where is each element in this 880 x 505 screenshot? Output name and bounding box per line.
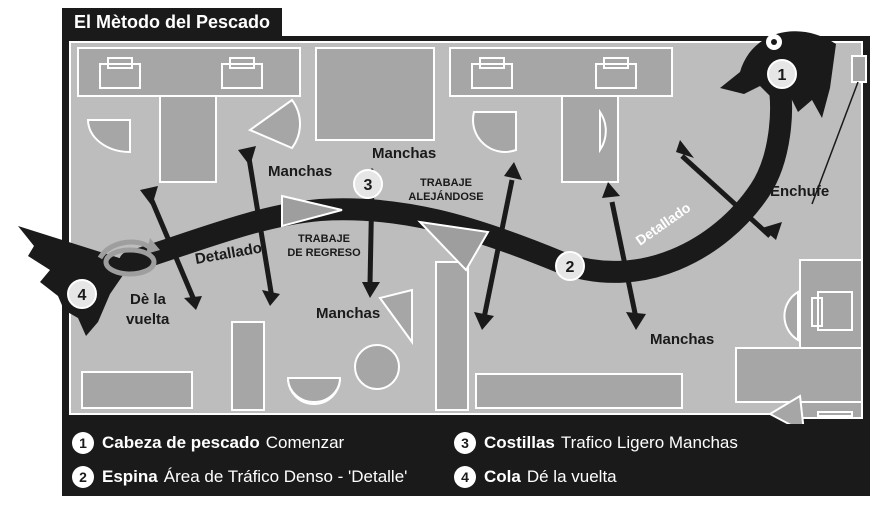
label-manchas-4: Manchas (650, 331, 714, 348)
marker-4-label: 4 (78, 287, 87, 304)
marker-3: 3 (353, 169, 383, 199)
legend-title-4: Cola (484, 467, 521, 486)
legend-number-1: 1 (72, 432, 94, 454)
legend-item-4: 4 Cola Dé la vuelta (454, 466, 617, 488)
legend-text-1: Comenzar (265, 433, 345, 452)
marker-3-label: 3 (364, 177, 373, 194)
marker-2: 2 (555, 251, 585, 281)
legend-text-2: Área de Tráfico Denso - 'Detalle' (163, 467, 408, 486)
label-trabaje-alejandose-2: ALEJÁNDOSE (408, 190, 483, 203)
legend-title-2: Espina (102, 467, 158, 486)
legend-text-3: Trafico Ligero Manchas (560, 433, 738, 452)
furniture (77, 47, 867, 434)
legend-item-3: 3 Costillas Trafico Ligero Manchas (454, 432, 738, 454)
ribs (147, 151, 772, 319)
diagram-title: El Mètodo del Pescado (62, 8, 283, 36)
turnaround-arrow (97, 239, 152, 260)
label-trabaje-alejandose-1: TRABAJE (420, 177, 472, 189)
label-manchas-2: Manchas (372, 145, 436, 162)
label-manchas-3: Manchas (316, 305, 380, 322)
label-trabaje-de-regreso-2: DE REGRESO (287, 247, 361, 259)
legend-number-3: 3 (454, 432, 476, 454)
legend-text-4: Dé la vuelta (526, 467, 617, 486)
label-trabaje-de-regreso-1: TRABAJE (298, 233, 350, 245)
label-vuelta: vuelta (126, 311, 170, 328)
label-manchas-1: Manchas (268, 163, 332, 180)
legend-number-2: 2 (72, 466, 94, 488)
outlet-line (811, 81, 859, 205)
marker-2-label: 2 (566, 259, 575, 276)
legend-item-1: 1 Cabeza de pescado Comenzar (72, 432, 344, 454)
direction-triangle-back (281, 194, 343, 228)
label-de-la: Dè la (130, 291, 167, 308)
rib-arrowheads (140, 140, 782, 330)
marker-1: 1 (767, 59, 797, 89)
direction-triangle-away (417, 220, 490, 272)
label-enchufe: Enchufe (770, 183, 829, 200)
legend: 1 Cabeza de pescado Comenzar 2 Espina Ár… (62, 424, 870, 496)
marker-group: 1 2 3 4 (67, 59, 797, 309)
legend-number-4: 4 (454, 466, 476, 488)
legend-title-3: Costillas (484, 433, 555, 452)
marker-4: 4 (67, 279, 97, 309)
marker-1-label: 1 (778, 67, 787, 84)
legend-item-2: 2 Espina Área de Tráfico Denso - 'Detall… (72, 466, 407, 488)
legend-title-1: Cabeza de pescado (102, 433, 260, 452)
